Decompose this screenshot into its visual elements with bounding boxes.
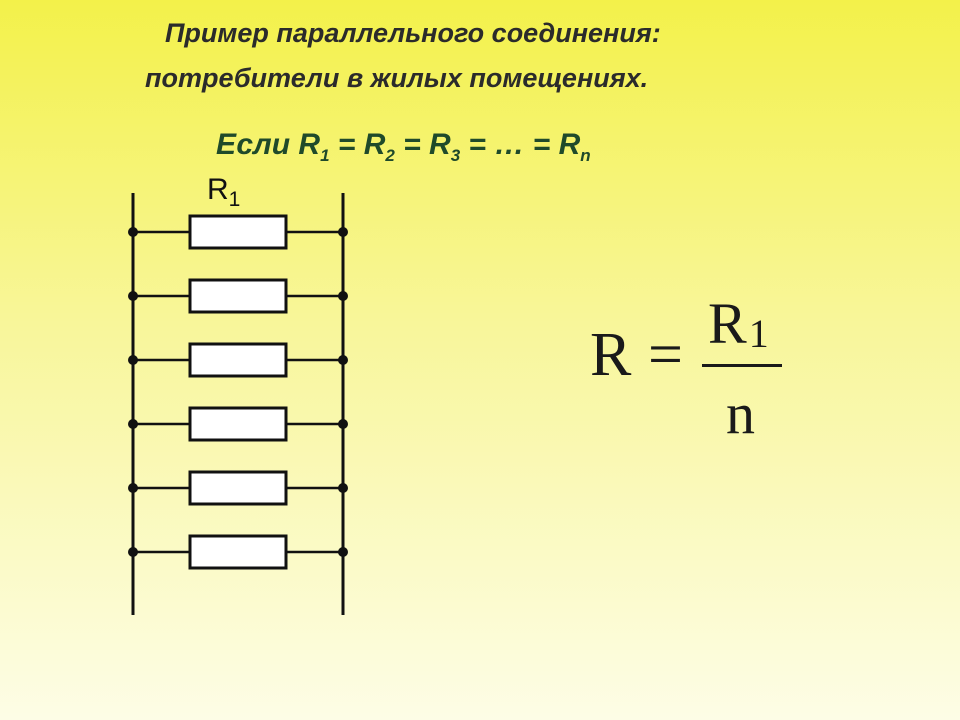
resistor-label-main: R [207, 173, 229, 206]
resistor [188, 470, 288, 506]
condition-sub-n: n [580, 146, 591, 165]
junction-dot-left [128, 355, 138, 365]
junction-dot-right [338, 227, 348, 237]
formula-numerator-main: R [708, 291, 747, 356]
condition-eq-1: = R [329, 128, 386, 161]
title-line-1: Пример параллельного соединения: [165, 18, 661, 48]
equivalent-resistance-formula: R = R1 n [590, 290, 790, 450]
junction-dot-left [128, 291, 138, 301]
condition-tail: = … = R [460, 128, 581, 161]
resistor [188, 406, 288, 442]
junction-dot-right [338, 291, 348, 301]
formula-numerator: R1 [708, 290, 769, 357]
junction-dot-right [338, 355, 348, 365]
equality-condition: Если R1 = R2 = R3 = … = Rn [216, 128, 591, 165]
condition-sub-2: 2 [385, 146, 395, 165]
resistor [188, 278, 288, 314]
formula-numerator-sub: 1 [748, 311, 769, 356]
formula-lhs: R [590, 321, 632, 389]
junction-dot-right [338, 547, 348, 557]
resistor [188, 214, 288, 250]
formula-equals: = [648, 321, 683, 389]
resistor-branches [128, 214, 348, 570]
resistor [188, 342, 288, 378]
fraction-bar [702, 364, 782, 367]
junction-dot-left [128, 419, 138, 429]
condition-eq-2: = R [394, 128, 451, 161]
condition-sub-1: 1 [320, 146, 330, 165]
junction-dot-left [128, 483, 138, 493]
title-line-2: потребители в жилых помещениях. [145, 63, 649, 93]
junction-dot-right [338, 419, 348, 429]
junction-dot-left [128, 547, 138, 557]
junction-dot-right [338, 483, 348, 493]
condition-prefix: Если R [216, 128, 321, 161]
junction-dot-left [128, 227, 138, 237]
resistor [188, 534, 288, 570]
resistor-label: R1 [207, 173, 240, 211]
formula-denominator: n [726, 381, 755, 446]
condition-sub-3: 3 [450, 146, 461, 165]
resistor-label-sub: 1 [229, 188, 241, 211]
